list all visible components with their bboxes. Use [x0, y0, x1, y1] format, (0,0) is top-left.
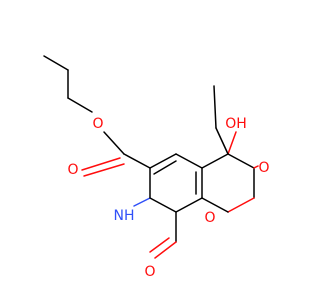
carbonyl-oxygen-label: O — [67, 162, 78, 178]
c4a-c4-bond — [201, 153, 229, 169]
hydroxyl-label: OH — [225, 116, 247, 132]
propyl-bond-3 — [67, 97, 93, 113]
ester-carbonyl-double-bond-a — [81, 157, 121, 171]
atom-label-layer: O O OH O O NH O — [67, 116, 269, 280]
ethyl-bond-2 — [213, 85, 217, 129]
ring-c8a-c8-bond — [175, 197, 203, 213]
lactone-carbonyl-oxygen-label: O — [258, 160, 269, 176]
lactone-carbonyl-double-bond-a — [253, 165, 259, 169]
c4-ethyl-bond-1 — [215, 127, 229, 155]
c6-carbonyl-carbon-bond — [123, 153, 151, 169]
ring-c5-c4a-bond — [175, 153, 203, 169]
oxo-double-bond-a — [154, 241, 177, 259]
c4-c3-bond — [227, 153, 255, 169]
ring-c6-c5-inner-bond — [153, 160, 177, 175]
oxo-double-bond-b — [149, 237, 170, 253]
nh-label: NH — [114, 208, 135, 224]
ring-c6-c5-bond — [149, 153, 177, 169]
oxo-oxygen-label: O — [144, 264, 155, 280]
ester-oxygen-label: O — [92, 116, 103, 132]
c8a-c1-bond — [201, 197, 229, 213]
ring-oxygen-label: O — [204, 210, 215, 226]
c4-hydroxyl-bond — [227, 131, 237, 155]
molecule-diagram: O O OH O O NH O — [43, 55, 270, 280]
bond-layer — [43, 55, 259, 259]
propyl-bond-1 — [43, 55, 69, 71]
ring-n-bond-a — [133, 197, 151, 207]
ester-o-carbon-bond — [103, 131, 125, 155]
ester-carbonyl-double-bond-b — [83, 163, 125, 177]
lactone-o-bond-a — [227, 197, 255, 213]
ring-c8-c7-bond — [149, 197, 177, 213]
